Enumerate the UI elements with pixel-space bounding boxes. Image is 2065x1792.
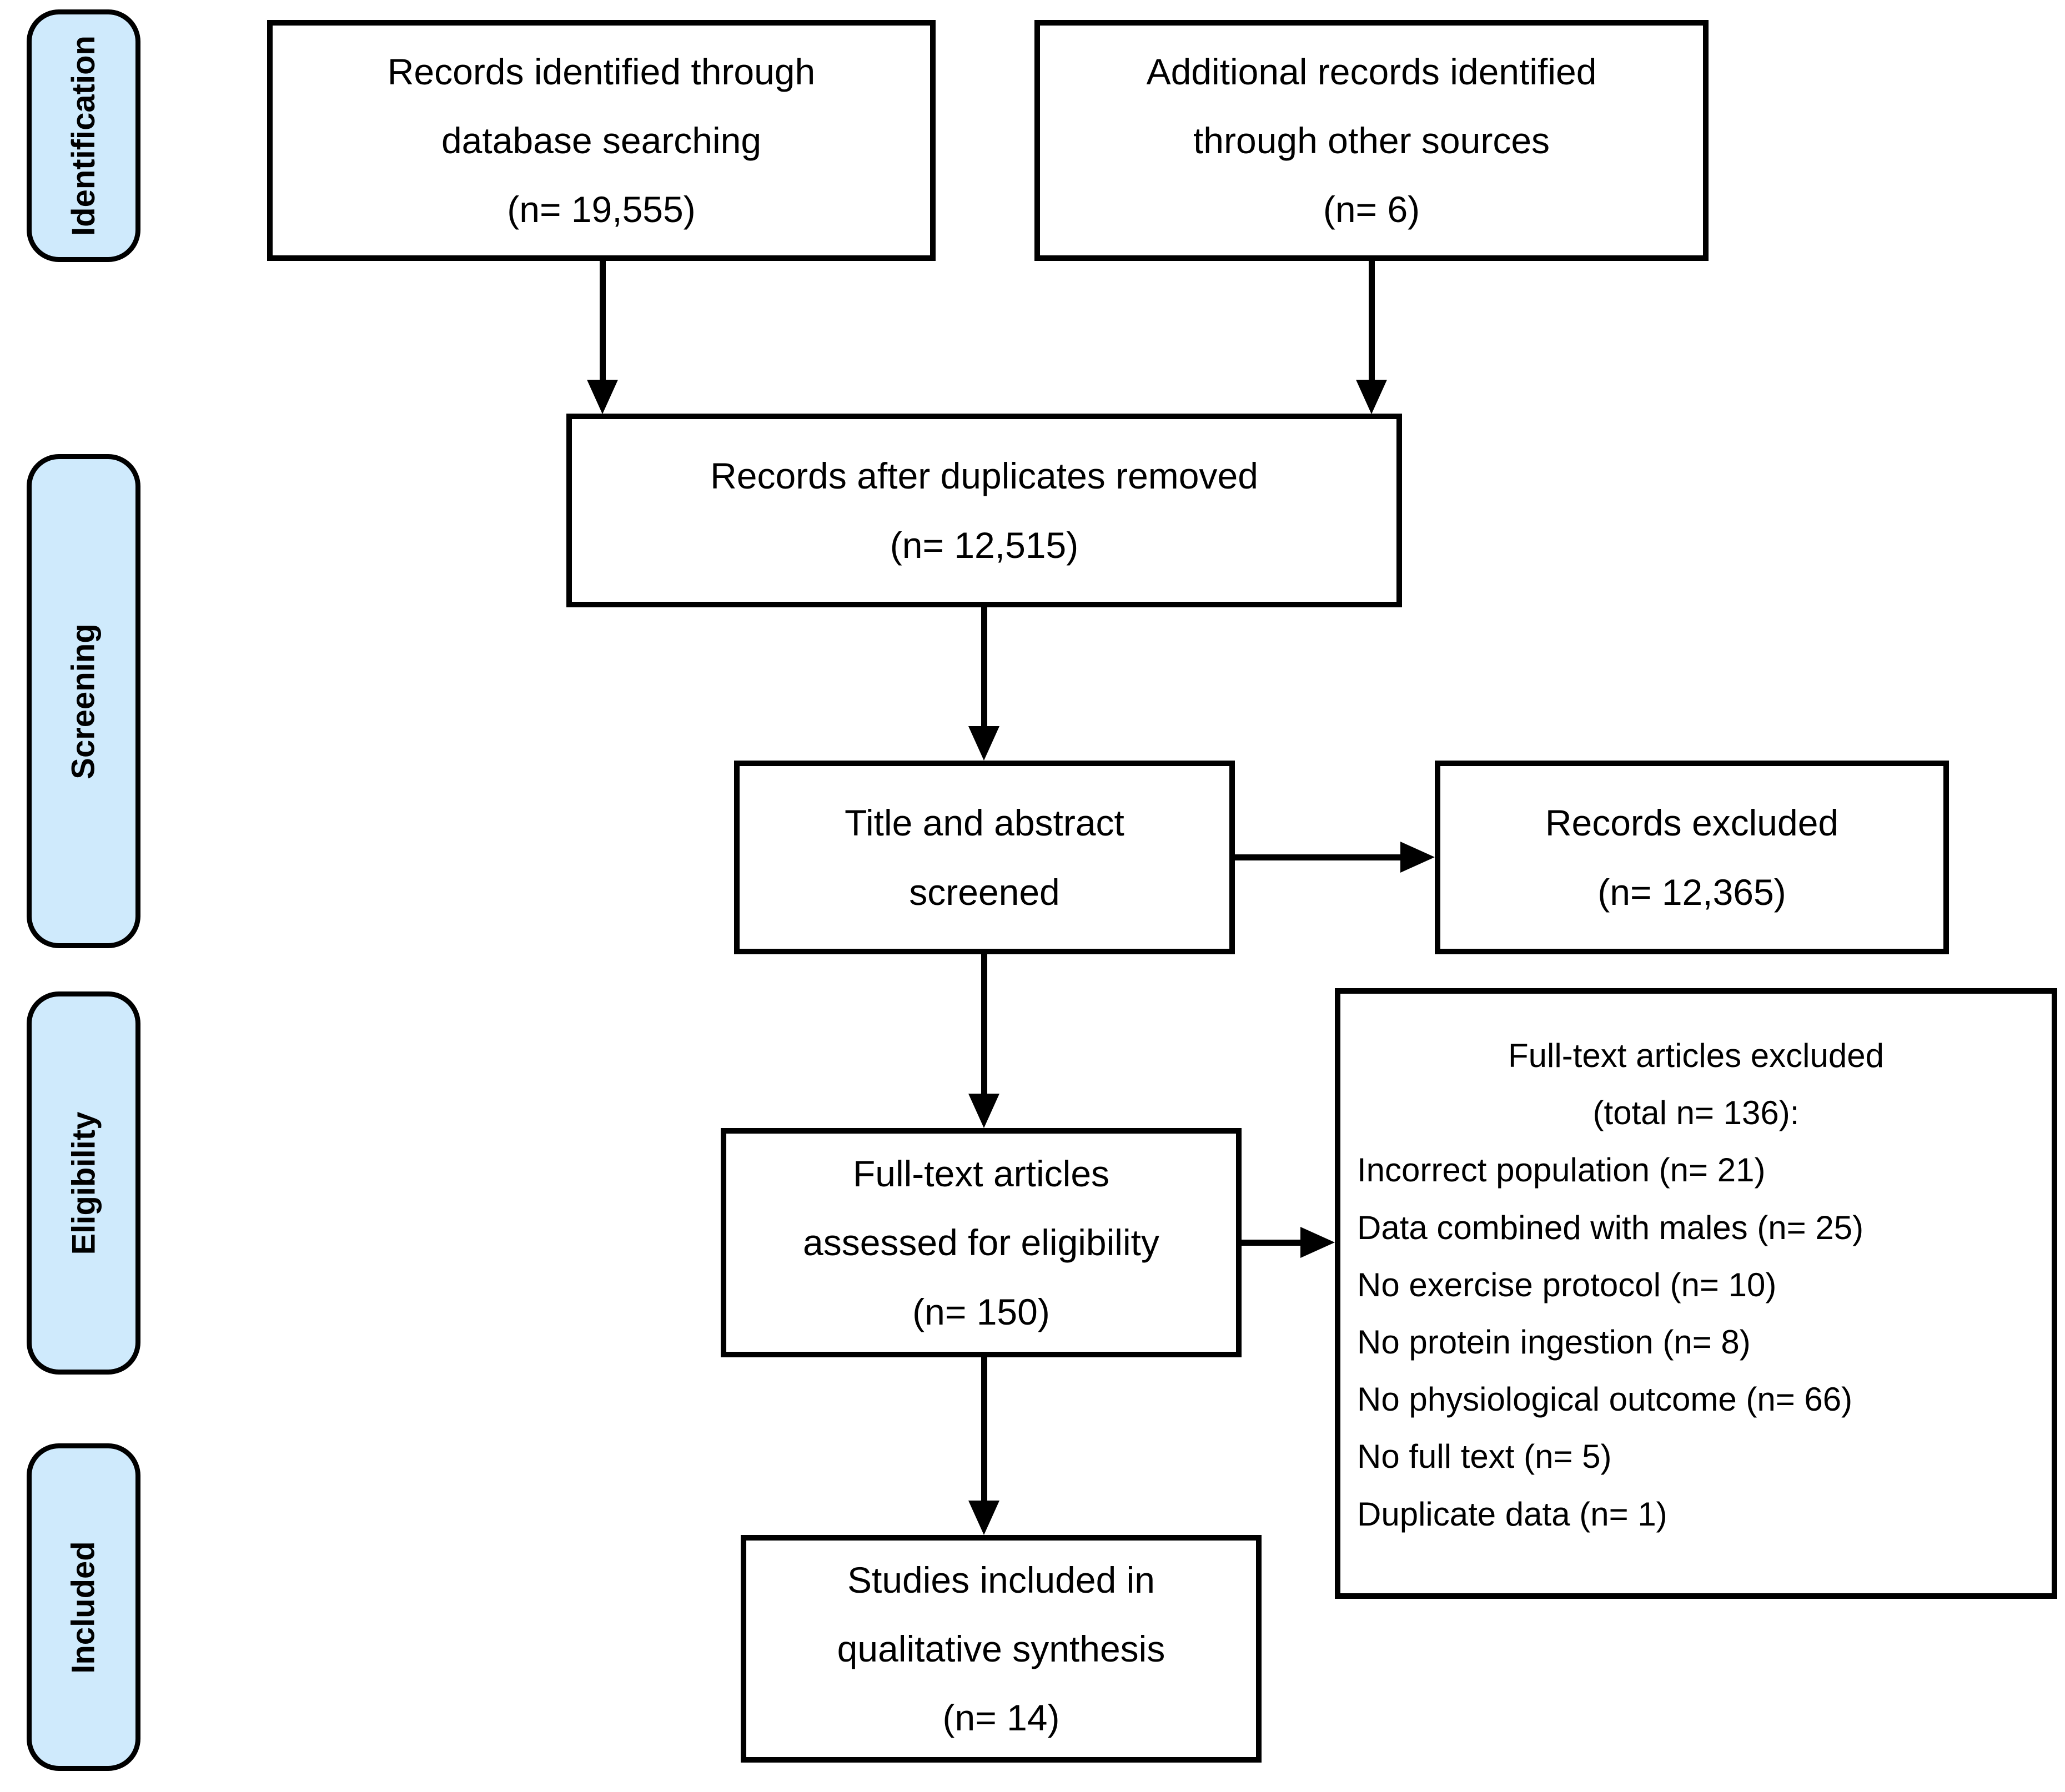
box-title-line: Full-text articles excluded [1508, 1037, 1884, 1074]
box-records-excluded: Records excluded (n= 12,365) [1435, 761, 1949, 954]
box-line: Studies included in [847, 1559, 1155, 1600]
box-line: assessed for eligibility [803, 1222, 1159, 1264]
box-line: screened [909, 871, 1060, 913]
stage-label-eligibility-text: Eligibility [66, 1111, 102, 1255]
stage-label-identification: Identification [27, 9, 140, 262]
box-records-database-searching: Records identified through database sear… [267, 20, 936, 261]
box-line: qualitative synthesis [837, 1628, 1165, 1669]
stage-label-screening-text: Screening [66, 623, 102, 779]
box-count: (n= 14) [942, 1697, 1060, 1739]
exclusion-reason: No exercise protocol (n= 10) [1357, 1266, 1777, 1303]
box-line: Records identified through [387, 51, 816, 92]
box-title-line: (total n= 136): [1592, 1094, 1800, 1132]
box-records-other-sources: Additional records identified through ot… [1034, 20, 1709, 261]
box-line: Full-text articles [852, 1153, 1110, 1195]
box-studies-included: Studies included in qualitative synthesi… [741, 1535, 1262, 1763]
box-line: through other sources [1193, 119, 1550, 161]
exclusion-reason: No physiological outcome (n= 66) [1357, 1381, 1853, 1418]
box-title-abstract-screened: Title and abstract screened [734, 761, 1235, 954]
exclusion-reason: Duplicate data (n= 1) [1357, 1495, 1667, 1533]
stage-label-identification-text: Identification [66, 36, 102, 236]
box-line: Title and abstract [845, 802, 1124, 844]
box-fulltext-excluded: Full-text articles excluded (total n= 13… [1335, 988, 2057, 1599]
box-count: (n= 19,555) [507, 189, 696, 230]
exclusion-reason: Data combined with males (n= 25) [1357, 1209, 1864, 1246]
box-line: Additional records identified [1146, 51, 1597, 92]
stage-label-included-text: Included [66, 1541, 102, 1674]
exclusion-reason: No full text (n= 5) [1357, 1438, 1612, 1476]
box-count: (n= 12,515) [890, 524, 1079, 566]
stage-label-eligibility: Eligibility [27, 991, 140, 1375]
box-duplicates-removed: Records after duplicates removed (n= 12,… [566, 414, 1402, 607]
box-count: (n= 6) [1323, 189, 1420, 230]
box-count: (n= 12,365) [1597, 871, 1786, 913]
box-fulltext-assessed: Full-text articles assessed for eligibil… [721, 1128, 1242, 1357]
box-line: Records after duplicates removed [710, 455, 1258, 497]
box-count: (n= 150) [912, 1291, 1050, 1332]
exclusion-reason: No protein ingestion (n= 8) [1357, 1323, 1751, 1361]
exclusion-reason: Incorrect population (n= 21) [1357, 1151, 1766, 1189]
box-line: Records excluded [1545, 802, 1839, 844]
stage-label-included: Included [27, 1443, 140, 1771]
stage-label-screening: Screening [27, 454, 140, 948]
box-line: database searching [441, 119, 762, 161]
